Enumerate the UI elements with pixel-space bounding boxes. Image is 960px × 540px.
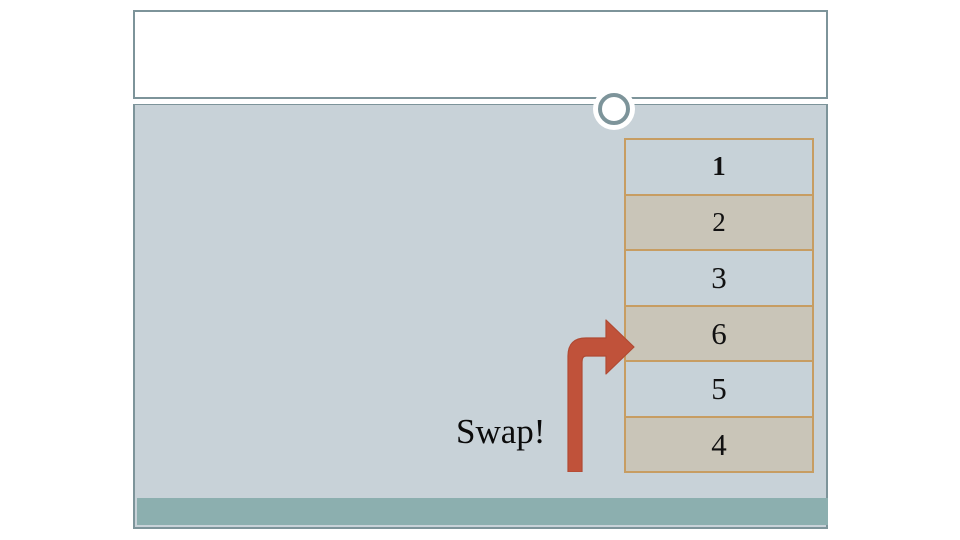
array-cell[interactable]: 4	[626, 417, 812, 471]
slide-title-placeholder[interactable]	[133, 10, 828, 99]
array-cell[interactable]: 6	[626, 306, 812, 362]
slide-footer-band	[137, 498, 828, 525]
swap-annotation-label: Swap!	[456, 412, 546, 451]
array-cell[interactable]: 1	[626, 140, 812, 196]
slide-frame	[133, 10, 828, 529]
elbow-arrow-right-icon	[560, 316, 638, 473]
array-cell[interactable]: 5	[626, 362, 812, 418]
array-cell[interactable]: 3	[626, 251, 812, 307]
array-cell[interactable]: 2	[626, 195, 812, 251]
ring-circle-icon	[593, 88, 635, 130]
ring-stroke	[598, 93, 630, 125]
